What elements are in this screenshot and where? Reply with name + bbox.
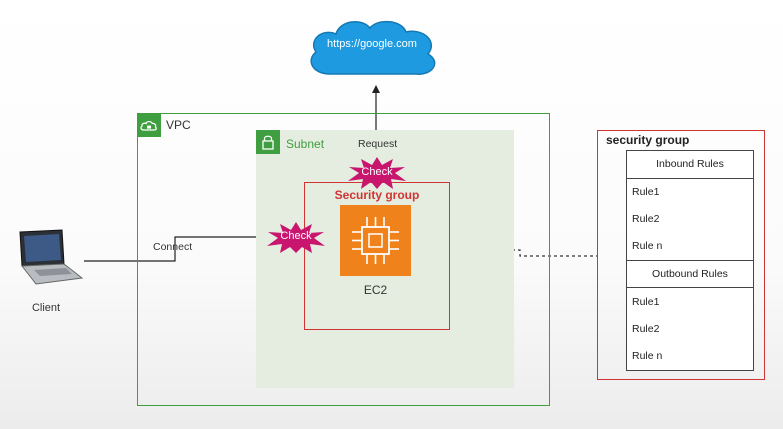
request-label: Request — [358, 138, 398, 150]
laptop-icon — [19, 229, 84, 285]
subnet-label: Subnet — [286, 137, 325, 151]
check-label-left: Check — [280, 230, 312, 242]
inbound-rule-2: Rule2 — [632, 213, 660, 225]
vpc-label: VPC — [166, 118, 191, 132]
client-label: Client — [31, 302, 61, 314]
connect-label: Connect — [153, 241, 193, 253]
inbound-rules-header: Inbound Rules — [627, 151, 753, 179]
padlock-icon — [256, 130, 280, 154]
inbound-rule-1: Rule1 — [632, 186, 660, 198]
cloud-lock-icon — [137, 113, 161, 137]
rules-table: Inbound Rules Rule1 Rule2 Rule n Outboun… — [626, 150, 754, 371]
ec2-chip-icon — [340, 205, 411, 276]
check-label-top: Check — [361, 166, 393, 178]
check-burst-top — [348, 157, 406, 189]
security-group-panel-title: security group — [606, 133, 690, 147]
vpc-container — [137, 113, 550, 406]
ec2-label: EC2 — [363, 283, 388, 297]
ec2-security-group-label: Security group — [334, 188, 420, 202]
outbound-rule-1: Rule1 — [632, 296, 660, 308]
connect-arrow — [84, 233, 273, 262]
outbound-rules-header: Outbound Rules — [627, 260, 753, 288]
security-group-panel — [597, 130, 765, 380]
internet-cloud-icon — [310, 20, 436, 75]
check-burst-left — [267, 222, 325, 253]
outbound-rule-3: Rule n — [632, 350, 663, 362]
cloud-url-label: https://google.com — [327, 38, 417, 50]
outbound-rule-2: Rule2 — [632, 323, 660, 335]
inbound-rule-3: Rule n — [632, 240, 663, 252]
